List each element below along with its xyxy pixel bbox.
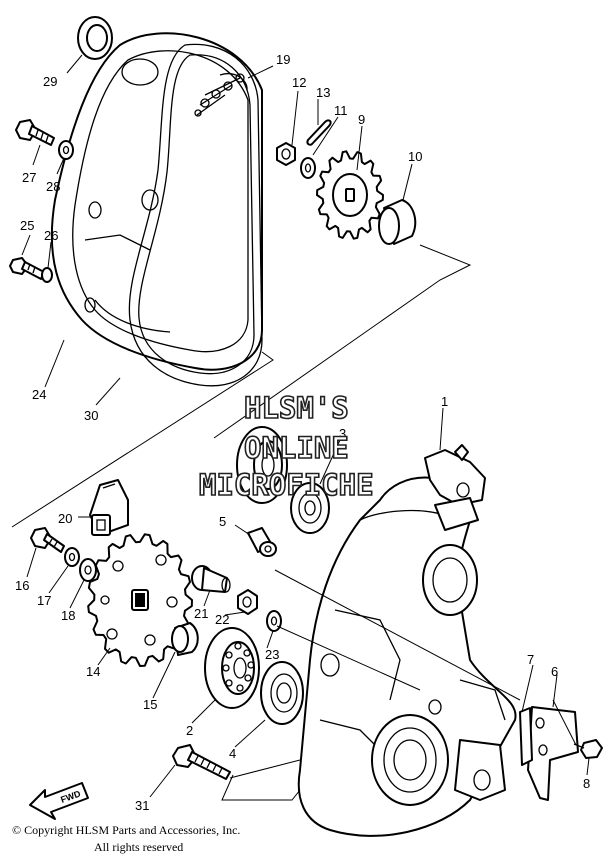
watermark: HLSM'S ONLINE MICROFICHE xyxy=(198,390,374,503)
callout-14: 14 xyxy=(86,664,100,679)
callout-1: 1 xyxy=(441,394,448,409)
assembly-lines-lower xyxy=(221,569,577,801)
plate-6 xyxy=(527,706,579,801)
callout-21: 21 xyxy=(194,606,208,621)
sprocket-14 xyxy=(87,533,193,667)
washer-17 xyxy=(64,547,80,567)
gasket xyxy=(128,43,263,387)
callout-19: 19 xyxy=(276,52,290,67)
chaincase-cover xyxy=(50,32,263,371)
callout-4: 4 xyxy=(229,746,236,761)
forward-arrow-icon: FWD xyxy=(29,782,89,820)
callout-18: 18 xyxy=(61,608,75,623)
bearing-4 xyxy=(260,661,304,725)
bearing-3-upper xyxy=(236,426,288,504)
drive-chain xyxy=(194,73,248,117)
callout-22: 22 xyxy=(215,612,229,627)
callout-5: 5 xyxy=(219,514,226,529)
washer-28 xyxy=(58,140,74,160)
callout-17: 17 xyxy=(37,593,51,608)
callout-23: 23 xyxy=(265,647,279,662)
sprocket-9 xyxy=(316,150,384,240)
callout-29: 29 xyxy=(43,74,57,89)
copyright: © Copyright HLSM Parts and Accessories, … xyxy=(12,823,240,854)
cotter-pin-13 xyxy=(306,119,332,146)
shim-7 xyxy=(519,707,533,766)
callout-26: 26 xyxy=(44,228,58,243)
callout-9: 9 xyxy=(358,112,365,127)
assembly-lines-upper xyxy=(11,244,472,528)
callout-25: 25 xyxy=(20,218,34,233)
callout-10: 10 xyxy=(408,149,422,164)
callout-27: 27 xyxy=(22,170,36,185)
callout-15: 15 xyxy=(143,697,157,712)
callout-13: 13 xyxy=(316,85,330,100)
bolt-31 xyxy=(172,744,231,780)
callout-2: 2 xyxy=(186,723,193,738)
callout-24: 24 xyxy=(32,387,46,402)
nut-12 xyxy=(276,142,296,166)
watermark-line-2: ONLINE xyxy=(244,431,349,465)
nut-22 xyxy=(237,589,258,615)
brake-lever-1 xyxy=(424,444,486,531)
chaincase-housing xyxy=(297,476,517,837)
leader-lines xyxy=(21,54,590,798)
bushing-10 xyxy=(378,199,417,245)
copyright-line-1: © Copyright HLSM Parts and Accessories, … xyxy=(12,823,240,837)
callout-8: 8 xyxy=(583,776,590,791)
callout-7: 7 xyxy=(527,652,534,667)
spacer-15 xyxy=(171,622,199,656)
callout-16: 16 xyxy=(15,578,29,593)
bolt-5 xyxy=(247,527,277,557)
bolt-16 xyxy=(30,527,65,553)
copyright-line-2: All rights reserved xyxy=(94,840,183,854)
washer-11 xyxy=(300,157,316,179)
callout-6: 6 xyxy=(551,664,558,679)
callout-12: 12 xyxy=(292,75,306,90)
watermark-line-3: MICROFICHE xyxy=(199,468,374,502)
callout-3: 3 xyxy=(339,426,346,441)
washer-26 xyxy=(41,267,53,283)
callout-28: 28 xyxy=(46,179,60,194)
callout-31: 31 xyxy=(135,798,149,813)
oil-seal-29 xyxy=(77,16,113,60)
seal-disk xyxy=(290,482,330,534)
washer-23 xyxy=(266,610,282,632)
bearing-2 xyxy=(204,627,260,709)
callout-20: 20 xyxy=(58,511,72,526)
watermark-line-1: HLSM'S xyxy=(244,391,349,425)
callout-11: 11 xyxy=(334,103,348,118)
bolt-21 xyxy=(191,565,231,593)
washer-18 xyxy=(79,558,97,582)
tensioner-20 xyxy=(89,479,129,536)
callout-numbers: 1 2 3 4 5 6 7 8 9 10 11 12 13 14 15 16 1… xyxy=(15,52,590,813)
callout-30: 30 xyxy=(84,408,98,423)
bolt-27 xyxy=(15,119,55,146)
bolt-25 xyxy=(9,257,45,280)
